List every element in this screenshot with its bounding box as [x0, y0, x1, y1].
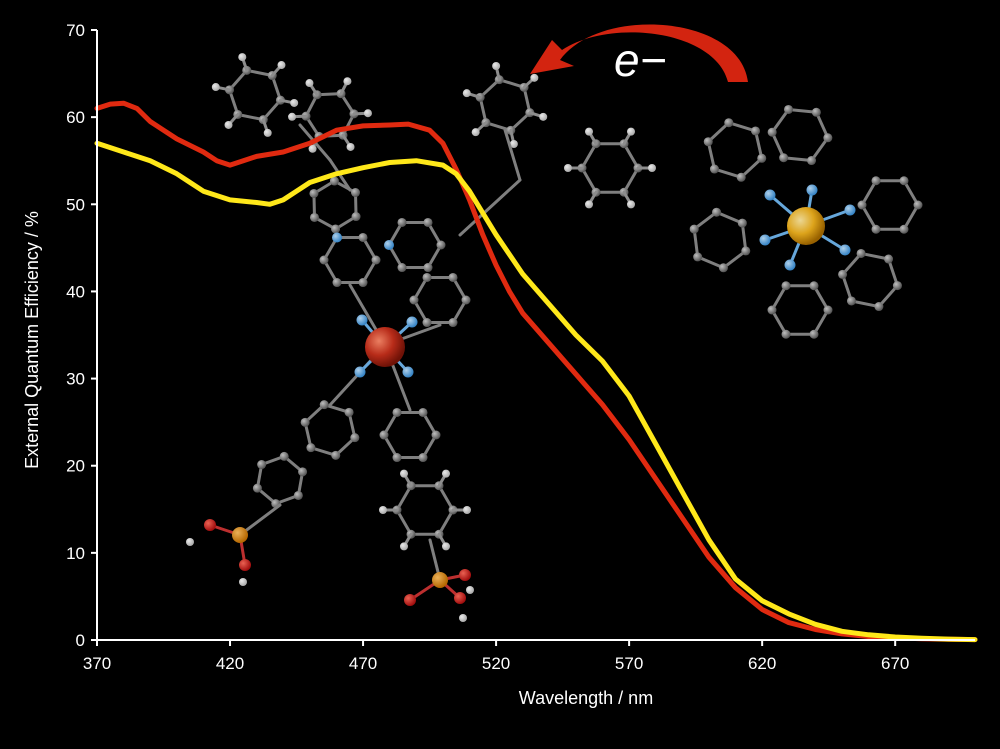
axes: [96, 30, 975, 641]
x-tick-label: 670: [881, 654, 909, 673]
y-tick-label: 20: [66, 457, 85, 476]
x-tick-label: 420: [216, 654, 244, 673]
y-axis-title: External Quantum Efficiency / %: [22, 211, 42, 469]
series-line-1: [94, 100, 978, 643]
x-tick-label: 570: [615, 654, 643, 673]
x-tick-label: 520: [482, 654, 510, 673]
y-tick-label: 0: [76, 631, 85, 650]
series-layer: [94, 100, 978, 643]
y-tick-label: 40: [66, 282, 85, 301]
molecular-structures: [186, 53, 923, 622]
x-tick-label: 470: [349, 654, 377, 673]
y-tick-label: 50: [66, 195, 85, 214]
series-line-2: [94, 140, 978, 643]
x-ticks: 370 420 470 520 570 620 670: [83, 640, 909, 673]
y-tick-label: 10: [66, 544, 85, 563]
x-tick-label: 620: [748, 654, 776, 673]
y-tick-label: 60: [66, 108, 85, 127]
electron-label: e−: [614, 34, 666, 86]
x-tick-label: 370: [83, 654, 111, 673]
y-tick-label: 30: [66, 370, 85, 389]
y-tick-label: 70: [66, 21, 85, 40]
electron-transfer-arrow: [530, 24, 748, 82]
y-ticks: 0 10 20 30 40 50 60 70: [66, 21, 97, 650]
x-axis-title: Wavelength / nm: [519, 688, 653, 708]
